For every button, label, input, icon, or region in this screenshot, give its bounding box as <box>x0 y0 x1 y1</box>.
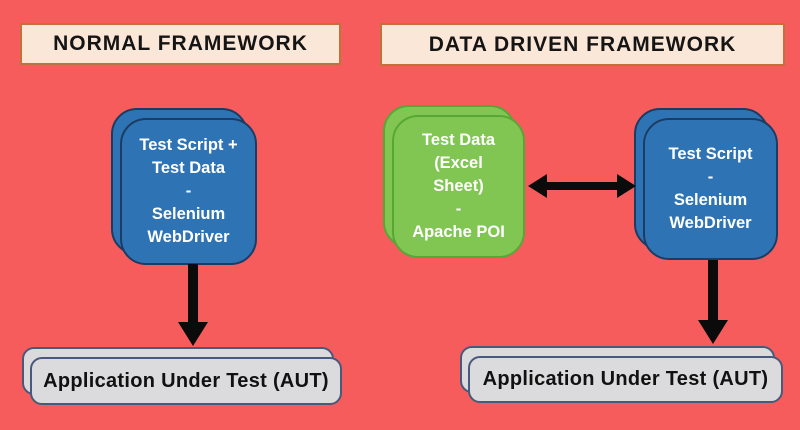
node-text-line: - <box>185 182 192 200</box>
node-text-line: Test Data <box>151 159 226 177</box>
data-driven-framework-header: DATA DRIVEN FRAMEWORK <box>380 23 785 66</box>
stacked-card-front: Test Data (Excel Sheet) - Apache POI <box>392 115 525 258</box>
node-text-line: - <box>455 200 462 218</box>
stacked-card-front: Test Script + Test Data - Selenium WebDr… <box>120 118 257 265</box>
node-text-line: - <box>707 168 714 186</box>
stacked-card-front: Test Script - Selenium WebDriver <box>643 118 778 260</box>
aut-label: Application Under Test (AUT) <box>30 357 342 405</box>
normal-framework-header: NORMAL FRAMEWORK <box>20 23 341 65</box>
data-driven-aut-node: Application Under Test (AUT) <box>460 346 783 403</box>
node-text-line: (Excel <box>434 154 483 172</box>
normal-aut-node: Application Under Test (AUT) <box>22 347 342 405</box>
aut-label: Application Under Test (AUT) <box>468 356 783 403</box>
data-driven-test-script-node: Test Script - Selenium WebDriver <box>634 108 778 260</box>
node-text-line: Selenium <box>673 191 748 209</box>
node-text-line: Test Script + <box>139 136 238 154</box>
node-text-line: WebDriver <box>147 228 230 246</box>
node-text-line: Apache POI <box>412 223 505 241</box>
data-driven-test-data-node: Test Data (Excel Sheet) - Apache POI <box>383 105 525 258</box>
double-headed-arrow-icon <box>528 174 636 198</box>
node-text-line: WebDriver <box>669 214 752 232</box>
node-text-line: Test Data <box>421 131 496 149</box>
node-text-line: Selenium <box>151 205 226 223</box>
down-arrow-icon <box>698 260 728 344</box>
node-text-line: Sheet) <box>433 177 484 195</box>
node-text-line: Test Script <box>668 145 753 163</box>
normal-test-script-node: Test Script + Test Data - Selenium WebDr… <box>111 108 257 265</box>
down-arrow-icon <box>178 264 208 346</box>
